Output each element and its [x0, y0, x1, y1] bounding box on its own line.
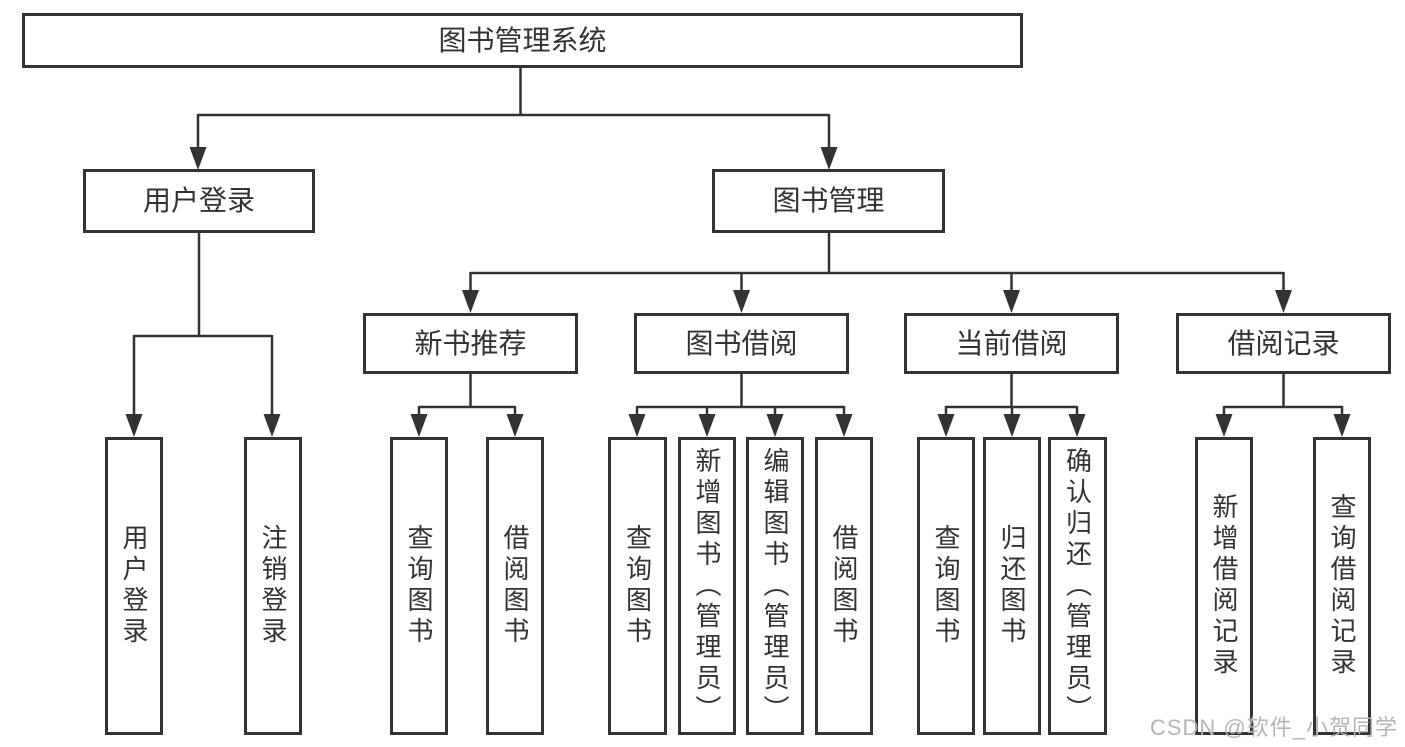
- node-root: 图书管理系统: [22, 13, 1023, 68]
- leaf-confirm-return-admin: 确认归还（管理员）: [1048, 437, 1107, 735]
- leaf-edit-book-admin: 编辑图书（管理员）: [746, 437, 804, 735]
- leaf-query-book-current: 查询图书: [917, 437, 975, 735]
- leaf-add-borrow-record: 新增借阅记录: [1195, 437, 1253, 735]
- leaf-query-book-borrow: 查询图书: [608, 437, 667, 735]
- node-new-book-recommend: 新书推荐: [363, 313, 578, 374]
- node-book-borrow: 图书借阅: [634, 313, 849, 374]
- leaf-query-borrow-record: 查询借阅记录: [1313, 437, 1371, 735]
- node-user-login: 用户登录: [83, 169, 315, 233]
- leaf-borrow-book-recommend: 借阅图书: [486, 437, 544, 735]
- node-current-borrow: 当前借阅: [904, 313, 1119, 374]
- leaf-add-book-admin: 新增图书（管理员）: [678, 437, 736, 735]
- node-book-management: 图书管理: [712, 169, 945, 233]
- leaf-return-book: 归还图书: [983, 437, 1041, 735]
- node-borrow-record: 借阅记录: [1176, 313, 1391, 374]
- leaf-borrow-book: 借阅图书: [815, 437, 873, 735]
- leaf-logout: 注销登录: [244, 437, 302, 735]
- leaf-user-login: 用户登录: [105, 437, 163, 735]
- leaf-query-book-recommend: 查询图书: [390, 437, 448, 735]
